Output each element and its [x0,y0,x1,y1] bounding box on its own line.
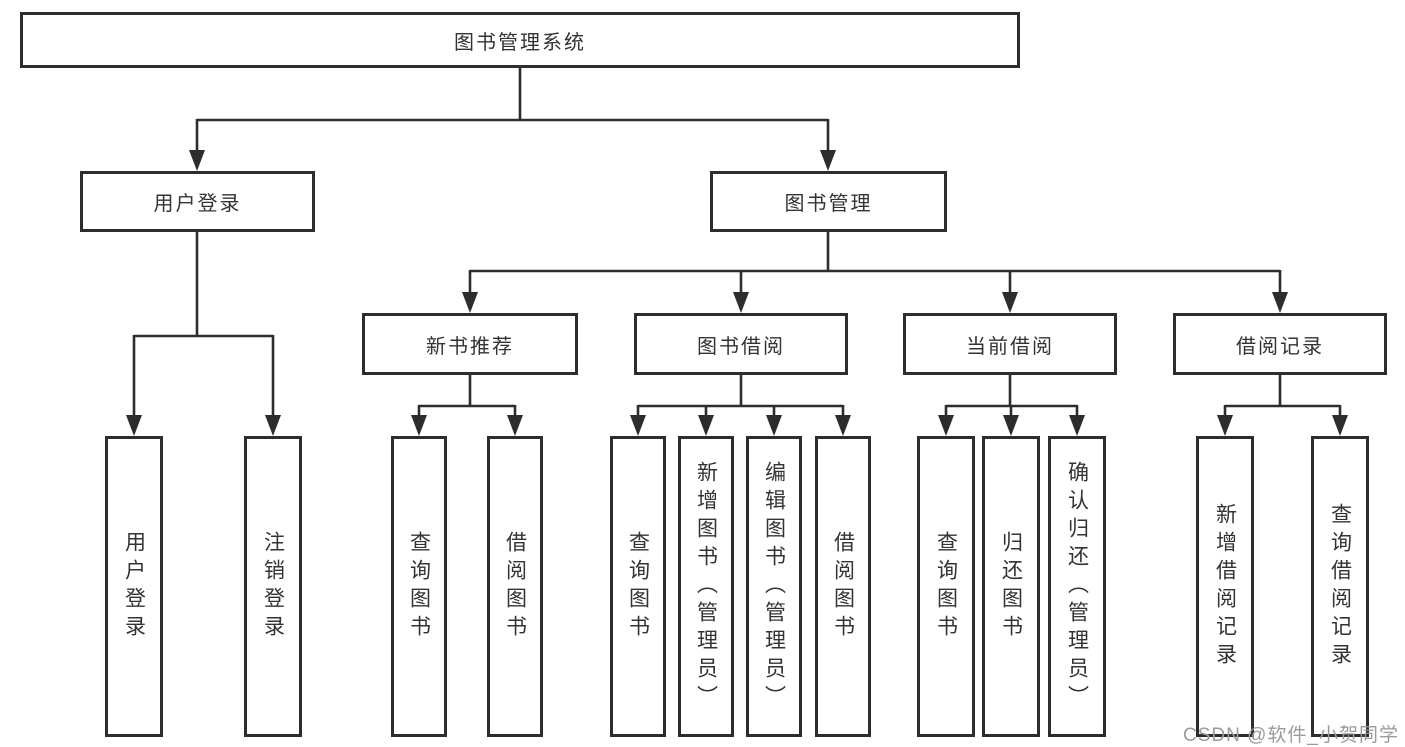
leaf-query-borrow-record: 查询借阅记录 [1311,436,1369,737]
node-current-borrowing: 当前借阅 [903,313,1117,375]
node-new-book-recommend: 新书推荐 [362,313,578,375]
leaf-add-book-admin: 新增图书（管理员） [678,436,734,737]
connector-arrowheads [126,150,1348,436]
csdn-watermark: CSDN @软件_小贺同学 [1183,725,1399,746]
leaf-edit-book-admin: 编辑图书（管理员） [746,436,802,737]
node-book-borrowing: 图书借阅 [634,313,848,375]
leaf-user-login: 用户登录 [105,436,163,737]
leaf-confirm-return-admin: 确认归还（管理员） [1048,436,1106,737]
leaf-add-borrow-record: 新增借阅记录 [1196,436,1254,737]
node-borrowing-records: 借阅记录 [1173,313,1387,375]
node-book-management-system: 图书管理系统 [20,12,1020,68]
leaf-query-books-borrowing: 查询图书 [610,436,666,737]
node-book-management: 图书管理 [710,171,947,232]
node-user-login: 用户登录 [80,171,315,232]
leaf-query-books-recommend: 查询图书 [391,436,447,737]
leaf-borrow-books-recommend: 借阅图书 [487,436,543,737]
leaf-query-books-current: 查询图书 [917,436,975,737]
leaf-borrow-books-borrowing: 借阅图书 [815,436,871,737]
leaf-return-books: 归还图书 [982,436,1040,737]
leaf-logout: 注销登录 [244,436,302,737]
